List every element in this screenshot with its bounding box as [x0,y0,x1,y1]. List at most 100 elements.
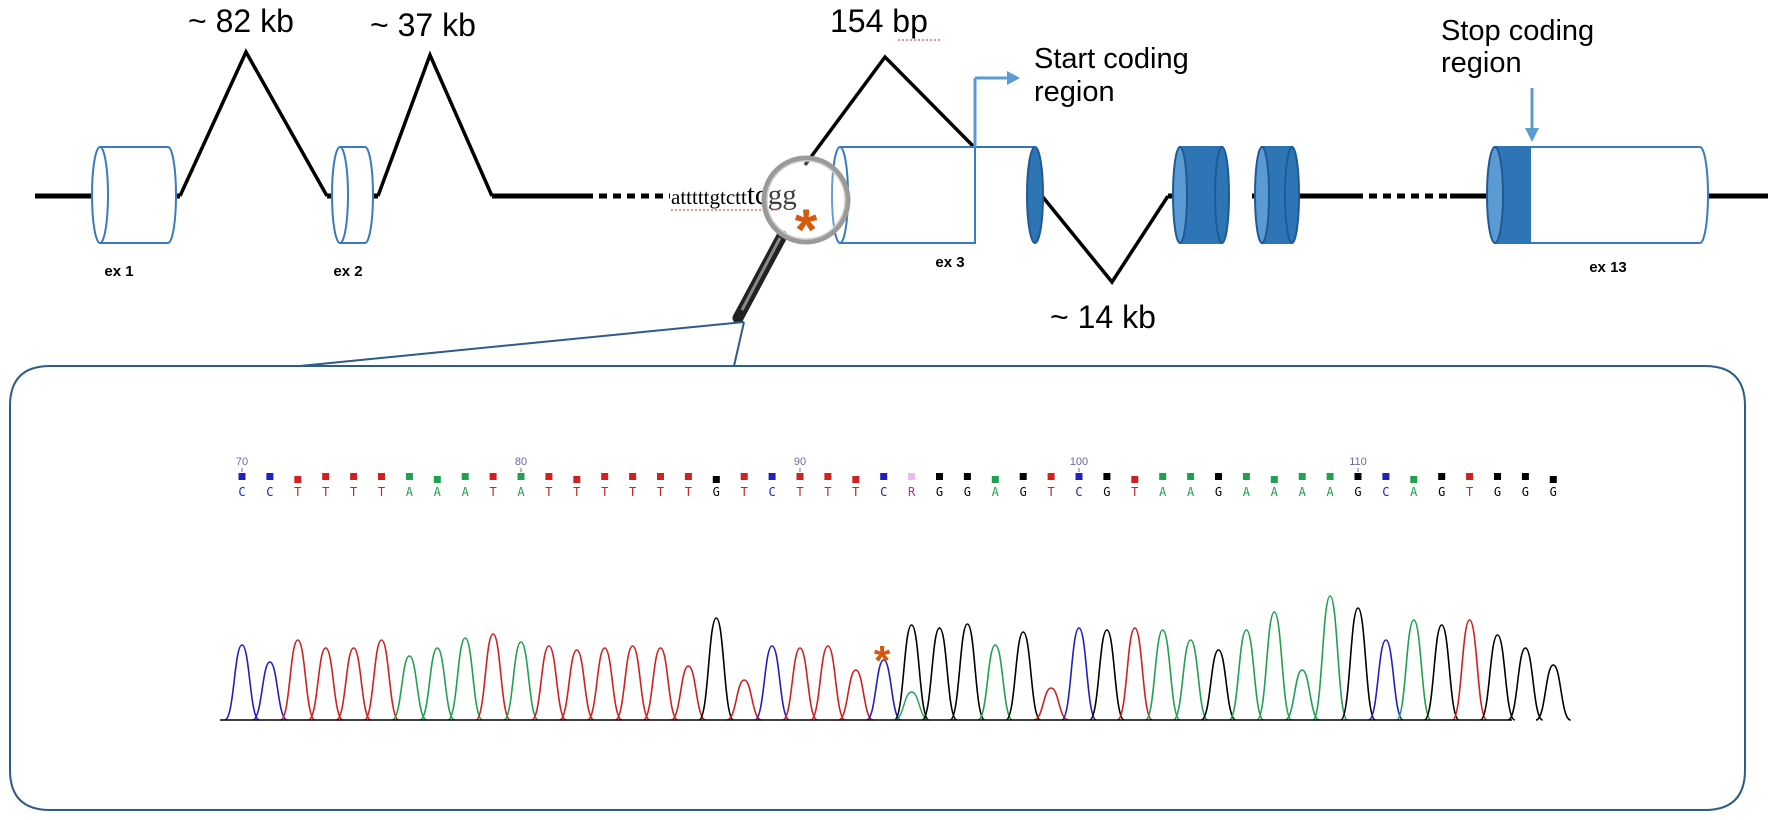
quality-tick [1159,473,1167,480]
quality-tick [936,473,943,480]
base-call: G [1354,485,1361,499]
trace-peak [335,647,372,721]
intron-1-line [178,48,329,197]
exon-13-label: ex 13 [1589,259,1627,276]
chromatogram-mutation-asterisk: * [874,637,891,684]
base-call: C [1382,485,1389,499]
trace-peak [475,633,512,721]
base-call: G [1550,485,1557,499]
base-call: G [936,485,943,499]
trace-peak [1451,619,1488,721]
base-call: T [852,485,859,499]
trace-peak [977,644,1014,721]
intron-2-size: ~ 37 kb [370,7,476,43]
intron-3-size: ~ 14 kb [1050,299,1156,335]
trace-peak [1033,687,1069,721]
base-call: G [1494,485,1501,499]
position-label: 100 [1070,456,1088,468]
quality-tick [796,473,804,480]
base-call: C [768,485,775,499]
base-call: A [1271,485,1279,499]
base-call: T [378,485,385,499]
quality-tick [908,473,916,480]
quality-tick [1438,473,1446,480]
quality-tick [629,473,637,480]
trace-peak [223,644,261,721]
trace-peak [726,679,762,721]
quality-tick [657,473,664,480]
quality-tick [573,476,581,483]
chromatogram-traces [223,595,1572,721]
start-coding-label-line1: Start coding [1034,43,1189,75]
quality-tick [1466,473,1474,480]
quality-tick [433,476,441,483]
quality-tick [1410,476,1418,483]
quality-tick [684,473,692,480]
base-call: T [489,485,496,499]
quality-tick [1103,473,1111,480]
base-call: T [350,485,357,499]
magnifier-icon [732,155,851,324]
quality-tick [963,473,971,480]
base-call: T [545,485,552,499]
quality-tick [1019,473,1027,480]
base-call: C [238,485,245,499]
exon-3-internal-size: 154 bp [830,3,928,39]
exon-3 [831,146,1044,244]
trace-peak [1088,629,1125,721]
base-call: T [1131,485,1138,499]
base-call: A [434,485,442,499]
quality-tick [489,473,497,480]
trace-peak [419,647,456,721]
base-call: T [601,485,608,499]
trace-peak [698,617,735,721]
trace-peak [1116,627,1153,721]
exon-1-label: ex 1 [104,263,133,280]
base-call: T [824,485,831,499]
quality-tick [322,473,330,480]
trace-peak [363,639,400,721]
trace-peak [1507,647,1544,721]
exon-2 [331,146,374,244]
quality-tick [1075,473,1083,480]
trace-peak [279,639,316,721]
stop-coding-label-line2: region [1441,47,1522,79]
quality-tick [1298,473,1306,480]
base-call: C [266,485,273,499]
quality-tick [294,476,302,483]
quality-tick [1131,476,1139,483]
position-label: 110 [1349,456,1367,468]
intronic-sequence: atttttgtctt [671,185,747,209]
quality-tick [1521,473,1529,480]
base-call: A [1159,485,1167,499]
exon-13 [1486,146,1709,244]
trace-peak [1172,639,1209,721]
base-call: A [1326,485,1334,499]
position-label: 90 [794,456,806,468]
quality-tick [991,476,999,483]
quality-tick [1354,473,1362,480]
position-label: 70 [236,456,248,468]
quality-tick [266,473,274,480]
quality-tick [824,473,832,480]
base-call: T [1466,485,1473,499]
quality-tick [1382,473,1390,480]
trace-peak [614,645,651,721]
quality-tick [1549,476,1557,483]
trace-peak [307,647,344,721]
trace-peak [558,649,595,721]
base-call: G [964,485,971,499]
quality-tick [238,473,246,480]
base-call: C [880,485,887,499]
trace-peak [1144,629,1181,721]
base-call: T [573,485,580,499]
base-call: A [1299,485,1307,499]
trace-peak [447,637,484,721]
base-call: T [685,485,692,499]
trace-peak [670,665,707,721]
trace-peak [586,647,623,721]
base-call: T [657,485,664,499]
sequence-g: g [782,179,797,211]
quality-tick [545,473,553,480]
